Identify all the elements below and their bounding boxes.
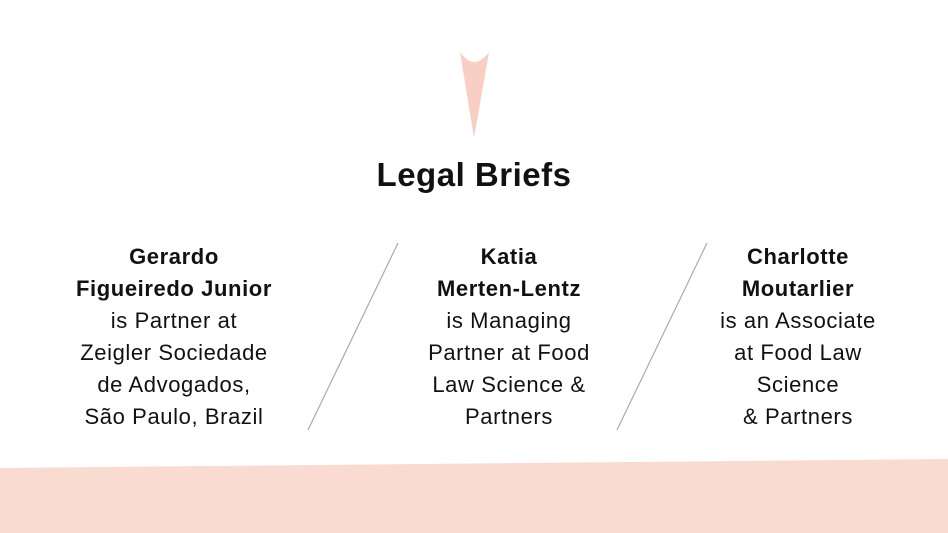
person-name: Figueiredo Junior (76, 276, 272, 301)
person-name: Moutarlier (741, 276, 855, 301)
person-description: São Paulo, Brazil (84, 404, 264, 429)
person-description: at Food Law (734, 340, 862, 365)
page-title: Legal Briefs (376, 156, 572, 193)
person-name: Merten-Lentz (436, 276, 582, 301)
person-name: Gerardo (129, 244, 219, 269)
person-description: & Partners (743, 404, 853, 429)
person-card: Katia Merten-Lentz is Managing Partner a… (359, 241, 659, 433)
person-description: Zeigler Sociedade (80, 340, 268, 365)
pennant-ornament (460, 52, 489, 138)
person-description: is an Associate (720, 308, 876, 333)
person-description: Partners (465, 404, 553, 429)
person-card: Charlotte Moutarlier is an Associate at … (648, 241, 948, 433)
bottom-band (0, 459, 948, 533)
person-card: Gerardo Figueiredo Junior is Partner at … (24, 241, 324, 433)
person-name: Charlotte (747, 244, 849, 269)
person-name: Katia (480, 244, 538, 269)
divider (307, 242, 399, 431)
person-description: is Managing (446, 308, 572, 333)
person-description: de Advogados, (97, 372, 251, 397)
divider (616, 242, 708, 431)
person-description: Law Science & (432, 372, 586, 397)
person-description: Science (756, 372, 840, 397)
person-description: Partner at Food (428, 340, 590, 365)
person-description: is Partner at (110, 308, 238, 333)
